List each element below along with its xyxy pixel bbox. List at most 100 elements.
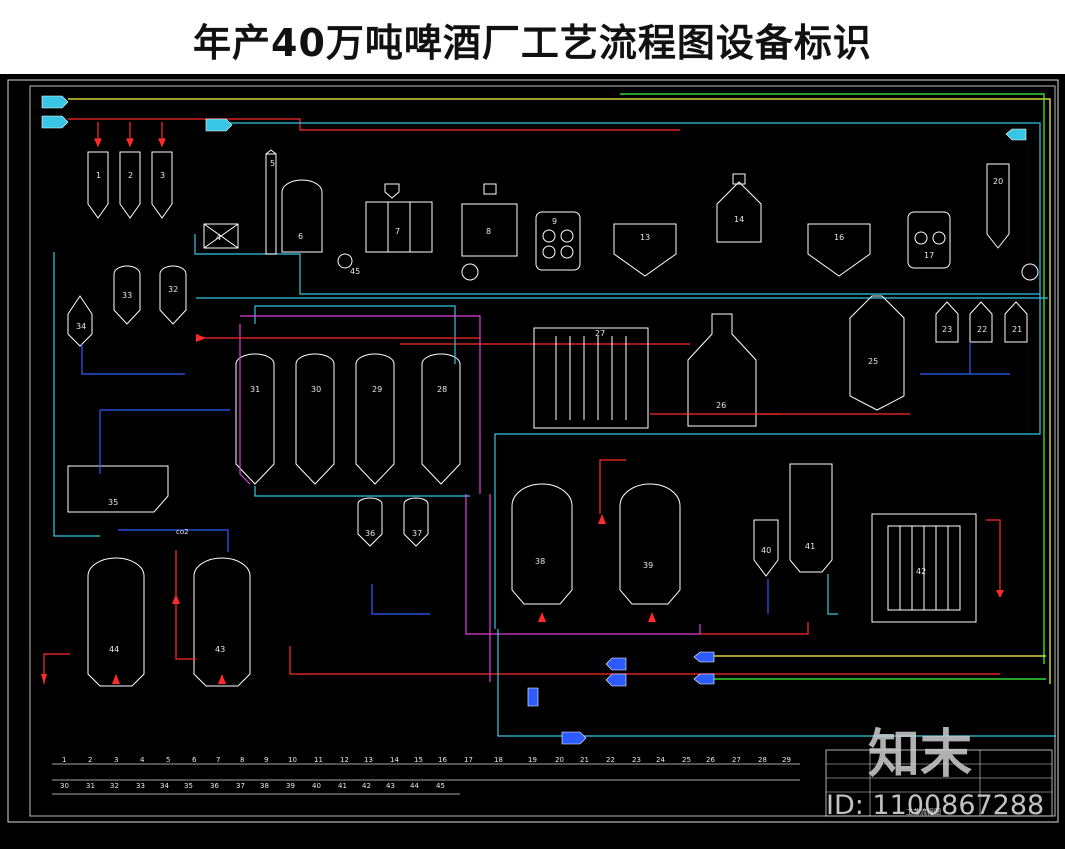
tag-34: 34 xyxy=(76,322,86,331)
tag-6: 6 xyxy=(298,232,303,241)
equipment-14 xyxy=(716,181,762,243)
equipment-34 xyxy=(67,295,93,347)
equipment-23 xyxy=(935,301,959,343)
legend-num-42: 42 xyxy=(362,782,371,790)
legend-num-33: 33 xyxy=(136,782,145,790)
equipment-3 xyxy=(151,151,173,219)
legend-num-9: 9 xyxy=(264,756,268,764)
tag-27: 27 xyxy=(595,329,605,338)
tag-23: 23 xyxy=(942,325,952,334)
tag-36: 36 xyxy=(365,529,375,538)
tag-2: 2 xyxy=(128,171,133,180)
equipment-17 xyxy=(907,211,951,269)
tag-31: 31 xyxy=(250,385,260,394)
title-block: 工艺流程图 xyxy=(825,749,1053,817)
equipment-9 xyxy=(535,211,581,271)
legend-num-30: 30 xyxy=(60,782,69,790)
tag-39: 39 xyxy=(643,561,653,570)
tag-28: 28 xyxy=(437,385,447,394)
equipment-27 xyxy=(533,327,649,429)
input-arrow-2 xyxy=(41,115,69,129)
equipment-number-tags: 1 2 3 4 5 6 7 8 9 13 14 16 17 20 21 22 2… xyxy=(76,159,1022,654)
tag-1: 1 xyxy=(96,171,101,180)
legend-num-8: 8 xyxy=(240,756,244,764)
output-arrow-3 xyxy=(693,651,715,663)
legend-num-45: 45 xyxy=(436,782,445,790)
legend-num-20: 20 xyxy=(555,756,564,764)
tag-40: 40 xyxy=(761,546,771,555)
equipment-36 xyxy=(357,497,383,547)
legend-num-23: 23 xyxy=(632,756,641,764)
legend-num-26: 26 xyxy=(706,756,715,764)
tag-5: 5 xyxy=(270,159,275,168)
drawing-inner-frame xyxy=(29,85,1056,817)
legend-num-40: 40 xyxy=(312,782,321,790)
tag-26: 26 xyxy=(716,401,726,410)
legend-num-17: 17 xyxy=(464,756,473,764)
equipment-33 xyxy=(113,265,141,325)
equipment-2 xyxy=(119,151,141,219)
legend-num-15: 15 xyxy=(414,756,423,764)
legend-num-35: 35 xyxy=(184,782,193,790)
output-arrow-5 xyxy=(561,731,587,745)
tag-33: 33 xyxy=(122,291,132,300)
tag-35: 35 xyxy=(108,498,118,507)
legend-num-22: 22 xyxy=(606,756,615,764)
process-lines xyxy=(43,252,1056,737)
tag-9: 9 xyxy=(552,217,557,226)
legend-num-25: 25 xyxy=(682,756,691,764)
legend-num-44: 44 xyxy=(410,782,419,790)
watermark-logo: 知末 xyxy=(868,725,973,785)
equipment-39 xyxy=(619,483,681,605)
tag-4: 4 xyxy=(216,233,221,242)
equipment-25 xyxy=(849,295,905,411)
feed-arrows xyxy=(94,122,166,148)
legend-num-37: 37 xyxy=(236,782,245,790)
output-arrow-6 xyxy=(527,687,539,707)
legend-num-5: 5 xyxy=(166,756,170,764)
equipment-13 xyxy=(613,223,677,277)
equipment-legend-table: 1 2 3 4 5 6 7 8 9 10 11 12 13 14 15 16 1… xyxy=(52,756,800,795)
legend-num-4: 4 xyxy=(140,756,145,764)
utility-lines xyxy=(68,93,1051,684)
legend-num-31: 31 xyxy=(86,782,95,790)
legend-num-36: 36 xyxy=(210,782,219,790)
tag-43: 43 xyxy=(215,645,225,654)
tag-7: 7 xyxy=(395,227,400,236)
legend-num-38: 38 xyxy=(260,782,269,790)
equipment-29 xyxy=(355,353,395,485)
process-flow-diagram: 1 2 3 4 5 6 7 8 9 13 14 16 17 20 21 22 2… xyxy=(7,79,1059,823)
page-title: 年产40万吨啤酒厂工艺流程图设备标识 xyxy=(193,21,872,65)
equipment-4 xyxy=(203,223,239,249)
legend-num-18: 18 xyxy=(494,756,503,764)
legend-num-29: 29 xyxy=(782,756,791,764)
legend-num-13: 13 xyxy=(364,756,373,764)
equipment-32 xyxy=(159,265,187,325)
tag-41: 41 xyxy=(805,542,815,551)
input-arrow-3 xyxy=(205,118,233,132)
legend-num-24: 24 xyxy=(656,756,665,764)
legend-num-41: 41 xyxy=(338,782,347,790)
legend-num-3: 3 xyxy=(114,756,118,764)
tag-29: 29 xyxy=(372,385,382,394)
equipment-22 xyxy=(969,301,993,343)
tag-25: 25 xyxy=(868,357,878,366)
equipment-31 xyxy=(235,353,275,485)
legend-num-43: 43 xyxy=(386,782,395,790)
equipment-43 xyxy=(193,557,251,687)
input-arrow-group xyxy=(41,95,1027,141)
legend-num-14: 14 xyxy=(390,756,399,764)
legend-num-21: 21 xyxy=(580,756,589,764)
legend-num-32: 32 xyxy=(110,782,119,790)
legend-num-11: 11 xyxy=(314,756,323,764)
tag-17: 17 xyxy=(924,251,934,260)
tag-8: 8 xyxy=(486,227,491,236)
input-arrow-1 xyxy=(41,95,69,109)
equipment-35 xyxy=(67,465,169,513)
pump-45 xyxy=(337,253,353,269)
legend-num-19: 19 xyxy=(528,756,537,764)
equipment-42 xyxy=(871,513,977,623)
legend-num-27: 27 xyxy=(732,756,741,764)
tag-45: 45 xyxy=(350,267,360,276)
flow-arrows xyxy=(41,334,1004,684)
